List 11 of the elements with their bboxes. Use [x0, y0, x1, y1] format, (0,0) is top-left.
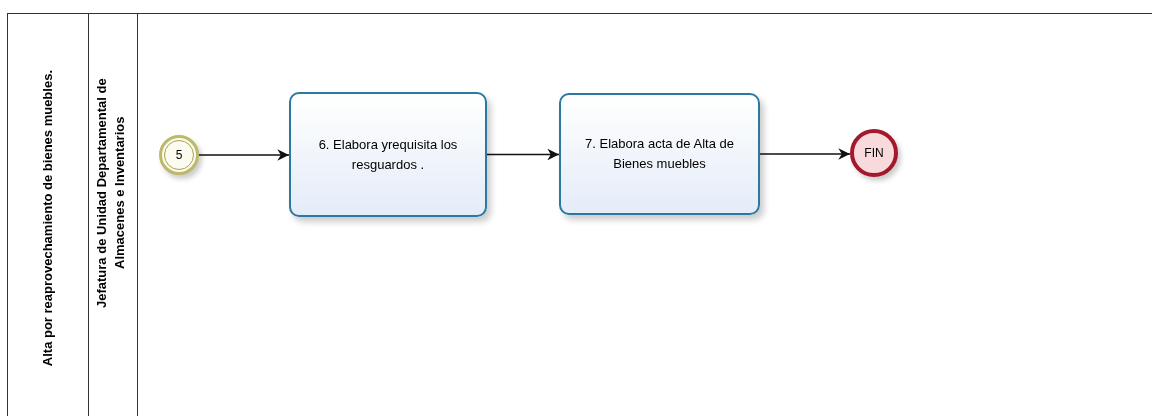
task-box: [289, 92, 487, 217]
pool-title: Alta por reaprovechamiento de bienes muebles.: [40, 69, 56, 367]
node-label: 6. Elabora yrequisita los resguardos .: [317, 135, 459, 174]
node-label: FIN: [864, 145, 884, 162]
sequence-arrow: [198, 149, 290, 161]
node-label: 7. Elabora acta de Alta de Bienes muebles: [585, 135, 734, 173]
sequence-arrow: [486, 148, 560, 161]
node-label: 5: [175, 148, 183, 162]
task-box: [559, 93, 760, 215]
lane-title: Jefatura de Unidad Departamental de Almacenes e Inventarios: [94, 78, 127, 308]
sequence-arrow: [759, 148, 851, 160]
